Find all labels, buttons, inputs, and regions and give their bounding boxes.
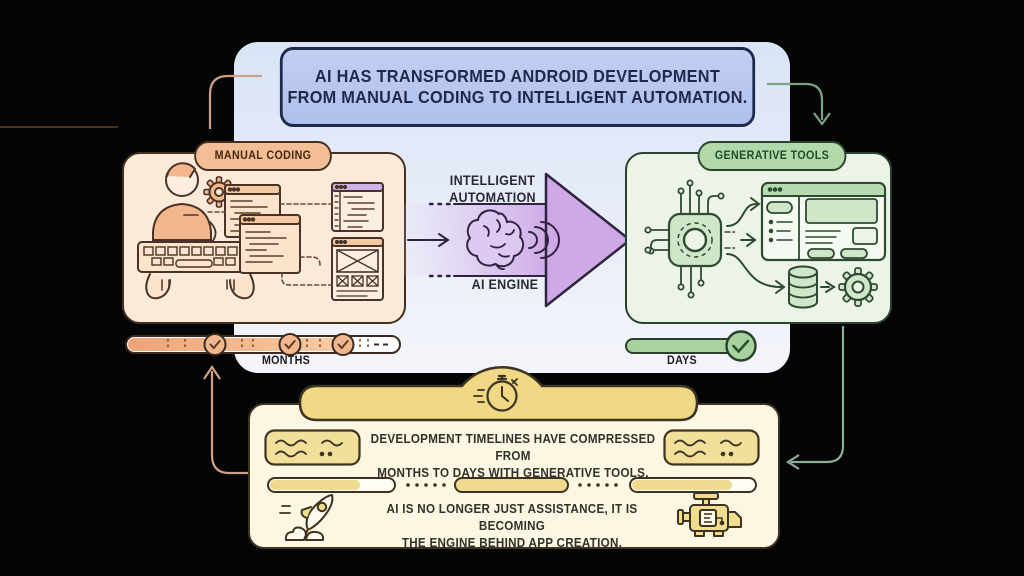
automation-arrow-graphic <box>404 172 632 308</box>
connector-top-left <box>208 74 262 129</box>
brain-icon <box>466 209 525 271</box>
connector-bottom-right <box>785 326 845 470</box>
mini-progress-bars <box>267 477 757 493</box>
conclusion-text: AI IS NO LONGER JUST ASSISTANCE, IT IS B… <box>363 501 661 552</box>
timeline-banner <box>298 365 699 422</box>
dashed-links <box>724 231 738 249</box>
database-icon <box>788 265 818 309</box>
chip-circuit-icon <box>644 179 725 299</box>
manual-coding-badge: MANUAL CODING <box>194 141 332 171</box>
code-window-icon <box>331 182 384 232</box>
generative-tools-illustration <box>644 179 887 309</box>
developer-at-keyboard-icon <box>137 162 261 300</box>
arrow-icon <box>407 233 450 247</box>
title-line1: AI HAS TRANSFORMED ANDROID DEVELOPMENT <box>314 66 721 86</box>
signal-waves-icon <box>528 221 560 259</box>
checkmark-icon <box>725 330 757 362</box>
browser-window-icon <box>760 181 887 262</box>
compression-line2: MONTHS TO DAYS WITH GENERATIVE TOOLS. <box>377 466 649 480</box>
layout-window-icon <box>331 237 384 301</box>
ai-engine-label: AI ENGINE <box>471 277 539 292</box>
title-banner: AI HAS TRANSFORMED ANDROID DEVELOPMENT F… <box>279 47 756 127</box>
automation-label-line2: AUTOMATION <box>449 190 536 205</box>
conclusion-line2: THE ENGINE BEHIND APP CREATION. <box>401 536 623 550</box>
scribble-box-right <box>663 429 760 466</box>
title-line2: FROM MANUAL CODING TO INTELLIGENT AUTOMA… <box>287 87 748 107</box>
arrow-icon <box>726 197 786 294</box>
gear-icon <box>838 267 878 307</box>
arrow-head <box>544 172 632 308</box>
connector-bottom-left <box>203 365 248 475</box>
stopwatch-icon <box>473 374 518 412</box>
compression-line1: DEVELOPMENT TIMELINES HAVE COMPRESSED FR… <box>370 432 656 463</box>
conclusion-line1: AI IS NO LONGER JUST ASSISTANCE, IT IS B… <box>386 502 638 533</box>
arrow-icon <box>820 281 836 293</box>
dashed-links <box>207 203 333 286</box>
months-timeline-bar <box>125 333 401 356</box>
manual-coding-illustration <box>137 162 384 301</box>
intelligent-label-line1: INTELLIGENT <box>449 173 536 188</box>
months-label: MONTHS <box>261 355 311 367</box>
intelligent-automation-label: INTELLIGENT AUTOMATION <box>425 172 560 206</box>
days-timeline-bar <box>625 330 757 362</box>
connector-top-right <box>767 82 831 126</box>
generative-tools-badge: GENERATIVE TOOLS <box>697 141 847 171</box>
compression-headline: DEVELOPMENT TIMELINES HAVE COMPRESSED FR… <box>369 431 657 482</box>
scribble-box-left <box>264 429 361 466</box>
days-label: DAYS <box>667 355 697 367</box>
rocket-icon <box>279 494 334 541</box>
checkmark-icon <box>203 333 355 356</box>
engine-icon <box>677 492 742 537</box>
code-window-icon <box>239 214 301 274</box>
